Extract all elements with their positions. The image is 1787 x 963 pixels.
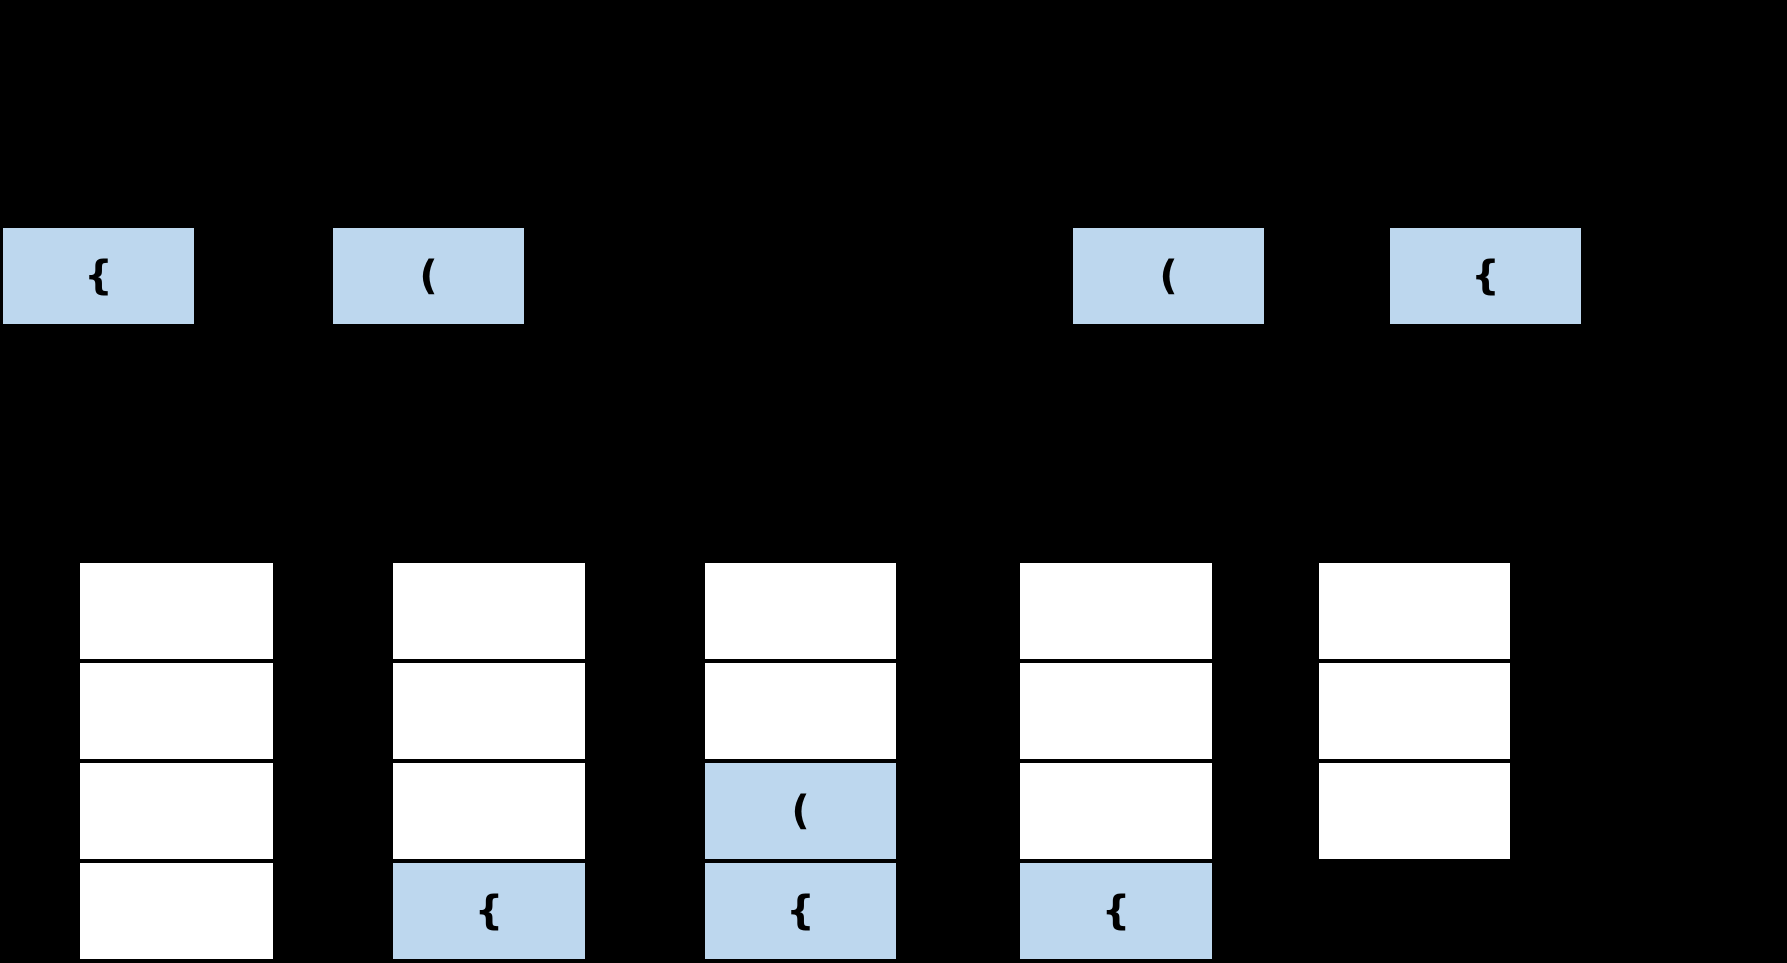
stack-cell: [1319, 763, 1510, 859]
stack-cell: [80, 763, 273, 859]
stack-cell-highlighted: {: [705, 863, 896, 959]
stack-cell: [1319, 663, 1510, 759]
stack-cell: [705, 663, 896, 759]
stack-cell: [1020, 563, 1212, 659]
token-box: (: [1073, 228, 1264, 324]
stack-cell: [80, 563, 273, 659]
stack-cell-highlighted: {: [393, 863, 585, 959]
stack-column: ( {: [705, 563, 896, 959]
token-box: {: [1390, 228, 1581, 324]
stack-column: [1319, 563, 1510, 859]
stack-column: {: [1020, 563, 1212, 959]
stack-cell-highlighted: (: [705, 763, 896, 859]
stack-cell: [80, 663, 273, 759]
token-box: {: [3, 228, 194, 324]
stack-cell: [80, 863, 273, 959]
stack-cell: [1020, 763, 1212, 859]
stack-cell-highlighted: {: [1020, 863, 1212, 959]
token-box: (: [333, 228, 524, 324]
stack-cell: [705, 563, 896, 659]
stack-column: [80, 563, 273, 959]
stack-cell: [393, 763, 585, 859]
stack-column: {: [393, 563, 585, 959]
stack-cell: [1319, 563, 1510, 659]
stack-cell: [393, 563, 585, 659]
stack-cell: [393, 663, 585, 759]
stack-cell: [1020, 663, 1212, 759]
